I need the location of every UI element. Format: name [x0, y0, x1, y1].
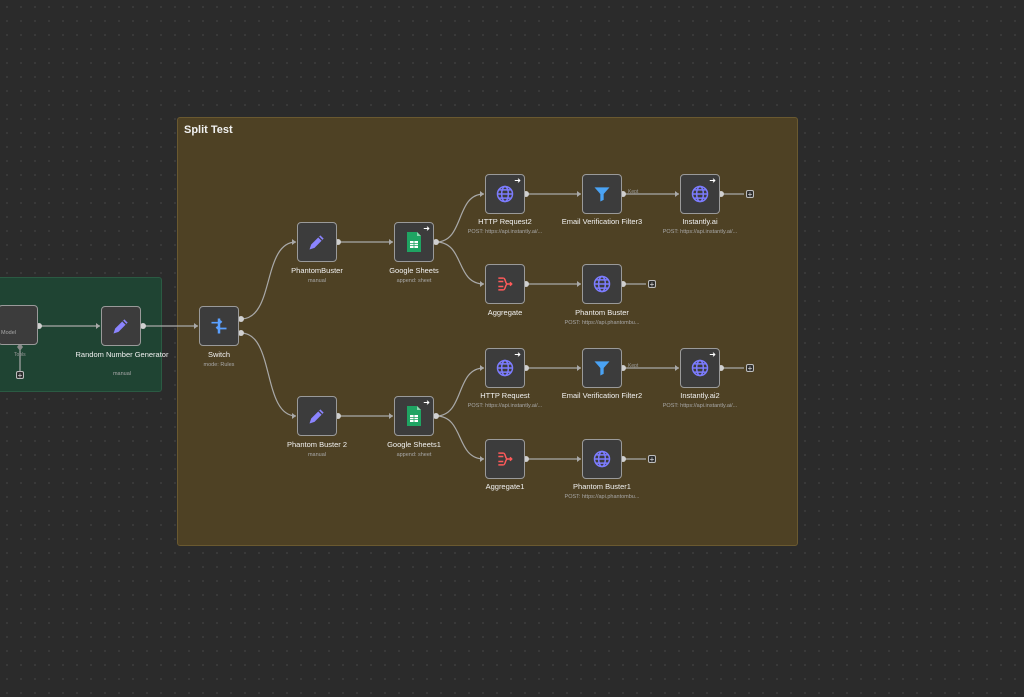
node-google-sheets1[interactable]: ➜ — [394, 396, 434, 436]
arrow-right-icon: ➜ — [423, 398, 430, 407]
node-phantom-buster-2-label: Phantom Buster 2 — [286, 440, 348, 449]
node-aggregate[interactable] — [485, 264, 525, 304]
node-random-number-generator-sub: manual — [112, 371, 132, 377]
filter2-kept-label: Kept — [628, 363, 639, 369]
node-instantly-ai[interactable]: ➜ — [680, 174, 720, 214]
node-google-sheets-sub: append: sheet — [396, 278, 432, 284]
node-phantom-buster-sub: POST: https://api.phantombu... — [564, 320, 640, 326]
arrow-right-icon: ➜ — [709, 350, 716, 359]
funnel-icon — [594, 361, 610, 376]
node-phantom-buster[interactable] — [582, 264, 622, 304]
node-http-request[interactable]: ➜ — [485, 348, 525, 388]
node-phantom-buster1-label: Phantom Buster1 — [573, 482, 631, 491]
node-chat-model[interactable] — [0, 305, 38, 345]
aggregate-icon — [498, 452, 513, 466]
filter3-kept-label: Kept — [628, 189, 639, 195]
node-phantombuster-label: PhantomBuster — [291, 266, 343, 275]
globe-icon — [691, 359, 709, 377]
node-google-sheets-label: Google Sheets — [389, 266, 439, 275]
node-chat-model-sub: Model — [1, 330, 16, 336]
node-switch-label: Switch — [207, 350, 231, 359]
phantom-buster-add-button[interactable]: + — [648, 280, 656, 289]
node-switch[interactable] — [199, 306, 239, 346]
node-instantly-ai-sub: POST: https://api.instantly.ai/... — [662, 229, 738, 235]
node-random-number-generator[interactable] — [101, 306, 141, 346]
arrow-right-icon: ➜ — [423, 224, 430, 233]
switch-icon — [211, 318, 227, 334]
node-http-request-label: HTTP Request — [480, 391, 530, 400]
node-instantly-ai2[interactable]: ➜ — [680, 348, 720, 388]
google-sheets-icon — [407, 232, 421, 252]
node-email-verification-filter3[interactable] — [582, 174, 622, 214]
node-phantom-buster-2[interactable] — [297, 396, 337, 436]
node-aggregate-label: Aggregate — [487, 308, 523, 317]
funnel-icon — [594, 187, 610, 202]
node-http-request-sub: POST: https://api.instantly.ai/... — [467, 403, 543, 409]
instantly-ai2-add-button[interactable]: + — [746, 364, 754, 373]
node-phantom-buster-2-sub: manual — [307, 452, 327, 458]
arrow-right-icon: ➜ — [514, 350, 521, 359]
node-http-request2-label: HTTP Request2 — [478, 217, 532, 226]
tools-label: Tools — [14, 352, 26, 358]
node-phantom-buster1-sub: POST: https://api.phantombu... — [564, 494, 640, 500]
node-aggregate1[interactable] — [485, 439, 525, 479]
arrow-right-icon: ➜ — [709, 176, 716, 185]
node-http-request2-sub: POST: https://api.instantly.ai/... — [467, 229, 543, 235]
node-google-sheets1-sub: append: sheet — [396, 452, 432, 458]
globe-icon — [593, 275, 611, 293]
node-email-verification-filter2[interactable] — [582, 348, 622, 388]
node-phantombuster[interactable] — [297, 222, 337, 262]
node-http-request2[interactable]: ➜ — [485, 174, 525, 214]
aggregate-icon — [498, 277, 513, 291]
node-random-number-generator-label: Random Number Generator — [75, 350, 169, 359]
node-instantly-ai2-sub: POST: https://api.instantly.ai/... — [662, 403, 738, 409]
instantly-ai-add-button[interactable]: + — [746, 190, 754, 199]
node-phantom-buster-label: Phantom Buster — [575, 308, 629, 317]
pencil-icon — [309, 235, 324, 250]
phantom-buster1-add-button[interactable]: + — [648, 455, 656, 464]
node-email-verification-filter2-label: Email Verification Filter2 — [561, 391, 643, 400]
node-instantly-ai2-label: Instantly.ai2 — [680, 391, 720, 400]
globe-icon — [496, 359, 514, 377]
node-phantombuster-sub: manual — [307, 278, 327, 284]
globe-icon — [496, 185, 514, 203]
globe-icon — [691, 185, 709, 203]
pencil-icon — [309, 409, 324, 424]
node-instantly-ai-label: Instantly.ai — [682, 217, 718, 226]
google-sheets-icon — [407, 406, 421, 426]
node-google-sheets1-label: Google Sheets1 — [387, 440, 441, 449]
arrow-right-icon: ➜ — [514, 176, 521, 185]
node-switch-sub: mode: Rules — [203, 362, 235, 368]
node-phantom-buster1[interactable] — [582, 439, 622, 479]
sticky-note-title: Split Test — [184, 124, 233, 136]
node-google-sheets[interactable]: ➜ — [394, 222, 434, 262]
globe-icon — [593, 450, 611, 468]
tools-add-button[interactable]: + — [16, 371, 24, 380]
node-email-verification-filter3-label: Email Verification Filter3 — [561, 217, 643, 226]
node-aggregate1-label: Aggregate1 — [485, 482, 525, 491]
pencil-icon — [113, 319, 128, 334]
